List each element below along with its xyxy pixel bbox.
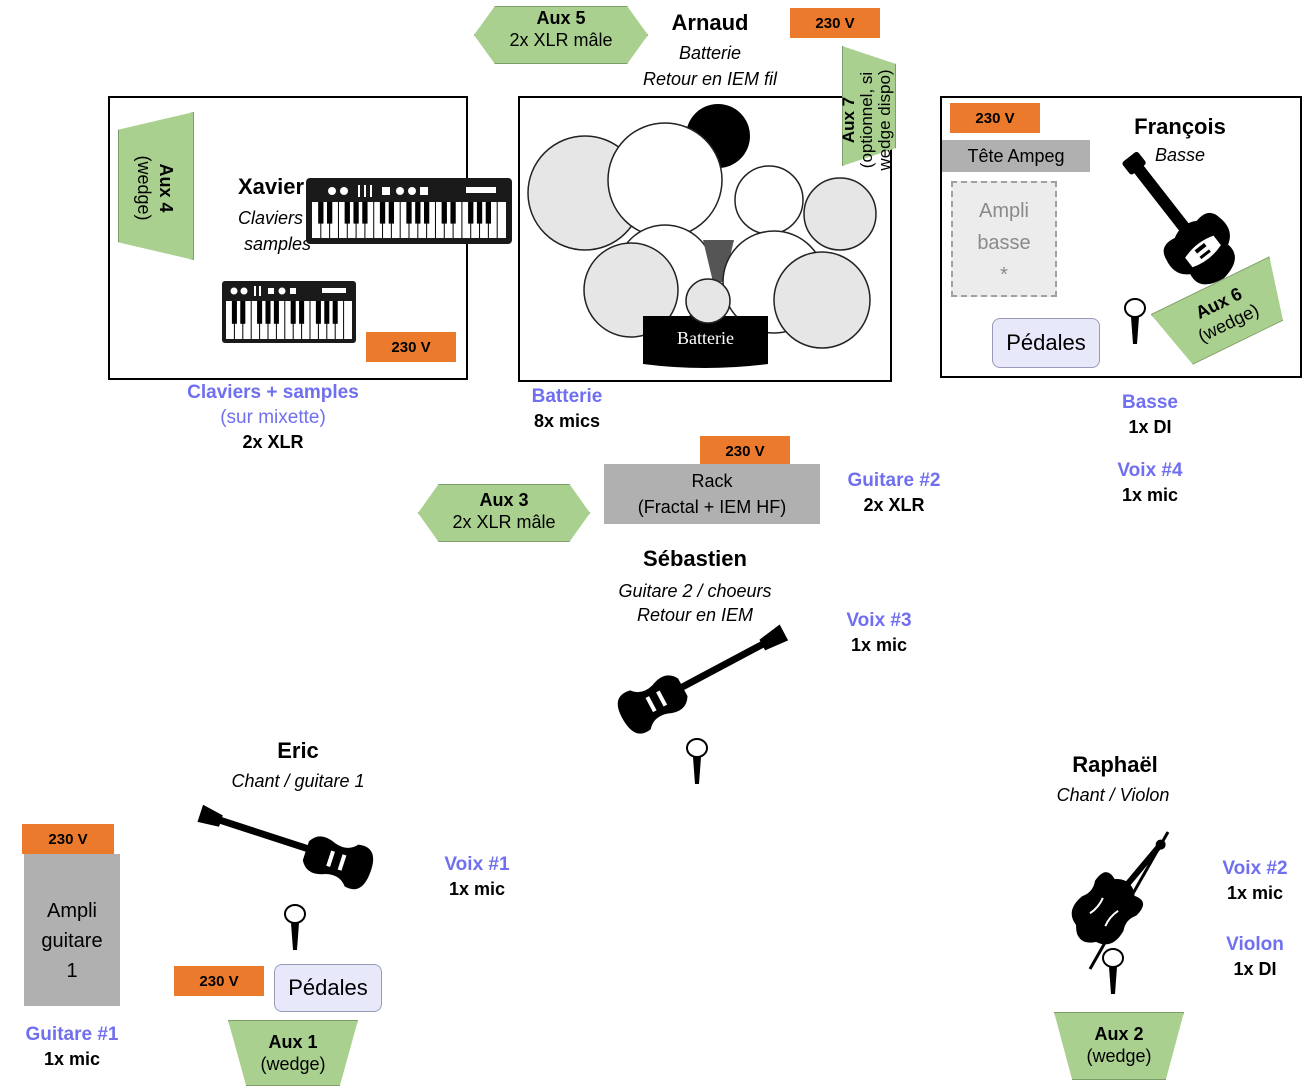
channel-voix3-io: 1x mic xyxy=(850,635,908,655)
channel-violon-io: 1x DI xyxy=(1233,959,1277,979)
raphael-name: Raphaël xyxy=(1072,752,1158,777)
channel-batterie: Batterie 8x mics xyxy=(500,384,634,434)
power-bass: 230 V xyxy=(950,103,1040,133)
pedales-bass: Pédales xyxy=(992,318,1100,368)
francois-name: François xyxy=(1134,114,1226,139)
channel-voix1: Voix #1 1x mic xyxy=(410,852,544,902)
electric-guitar-icon xyxy=(617,624,789,734)
ampli-basse: Ampli basse * xyxy=(951,181,1057,297)
aux4-sub: (wedge) xyxy=(134,155,154,221)
channel-guitare2-io: 2x XLR xyxy=(863,495,925,515)
channel-guitare2-title: Guitare #2 xyxy=(847,470,941,491)
microphone-icon xyxy=(284,904,306,950)
aux3-title: Aux 3 xyxy=(479,490,529,510)
power-drums: 230 V xyxy=(790,8,880,38)
channel-voix2-io: 1x mic xyxy=(1226,883,1284,903)
aux5-box: Aux 5 2x XLR mâle xyxy=(474,6,648,64)
arnaud-role2: Retour en IEM fil xyxy=(642,69,778,89)
channel-voix2: Voix #2 1x mic xyxy=(1200,856,1310,906)
channel-basse-io: 1x DI xyxy=(1128,417,1172,437)
raphael-role1: Chant / Violon xyxy=(1056,785,1170,805)
rack-line2: (Fractal + IEM HF) xyxy=(637,497,787,517)
pedales-eric: Pédales xyxy=(274,964,382,1012)
francois-role1: Basse xyxy=(1154,145,1206,165)
aux3-box: Aux 3 2x XLR mâle xyxy=(418,484,590,542)
aux5-title: Aux 5 xyxy=(536,8,586,28)
channel-violon-title: Violon xyxy=(1226,934,1284,955)
sebastien-role2: Retour en IEM xyxy=(636,605,754,625)
channel-batterie-io: 8x mics xyxy=(533,411,601,431)
power-rack: 230 V xyxy=(700,436,790,466)
channel-basse-title: Basse xyxy=(1122,392,1178,413)
ampli-guitare-line2: guitare xyxy=(41,930,103,952)
rack-line1: Rack xyxy=(691,471,733,491)
drum-label: Batterie xyxy=(677,328,734,348)
power-ampli-guitare: 230 V xyxy=(22,824,114,854)
channel-voix1-title: Voix #1 xyxy=(444,854,510,875)
aux4-title: Aux 4 xyxy=(156,163,176,213)
microphone-icon xyxy=(1102,948,1124,994)
channel-guitare1-io: 1x mic xyxy=(43,1049,101,1069)
xavier-role2: samples xyxy=(244,234,312,254)
bass-guitar-icon xyxy=(1122,151,1235,285)
channel-guitare1-title: Guitare #1 xyxy=(25,1024,119,1045)
channel-voix1-io: 1x mic xyxy=(448,879,506,899)
sebastien-name: Sébastien xyxy=(643,546,747,571)
rack: Rack (Fractal + IEM HF) xyxy=(604,464,820,524)
channel-claviers-io: 2x XLR xyxy=(242,432,304,452)
ampli-basse-line2: basse xyxy=(977,232,1031,254)
power-eric: 230 V xyxy=(174,966,264,996)
aux4-text: Aux 4 (wedge) xyxy=(133,128,177,248)
channel-voix4-title: Voix #4 xyxy=(1117,460,1183,481)
aux1-sub: (wedge) xyxy=(260,1054,326,1074)
xavier-name: Xavier xyxy=(238,174,305,199)
arnaud-role1: Batterie xyxy=(678,43,742,63)
drum-kit-icon xyxy=(527,104,877,368)
aux5-sub: 2x XLR mâle xyxy=(509,30,613,50)
channel-batterie-title: Batterie xyxy=(531,386,603,407)
ampli-basse-line1: Ampli xyxy=(978,200,1029,222)
aux1-wedge: Aux 1 (wedge) xyxy=(228,1020,358,1086)
keyboard-icon xyxy=(222,281,356,343)
sebastien-role1: Guitare 2 / choeurs xyxy=(618,581,772,601)
aux1-title: Aux 1 xyxy=(268,1032,318,1052)
microphone-icon xyxy=(686,738,708,784)
keyboard-keys xyxy=(318,202,498,238)
aux2-title: Aux 2 xyxy=(1094,1024,1144,1044)
channel-voix4: Voix #4 1x mic xyxy=(1080,458,1220,508)
violin-icon xyxy=(1071,831,1170,970)
ampli-guitare-line1: Ampli xyxy=(46,900,97,922)
aux3-sub: 2x XLR mâle xyxy=(452,512,556,532)
tete-ampeg: Tête Ampeg xyxy=(942,140,1090,172)
channel-basse: Basse 1x DI xyxy=(1080,390,1220,440)
keyboard-icon xyxy=(306,178,512,244)
ampli-guitare: Ampli guitare 1 xyxy=(24,854,120,1006)
ampli-guitare-line3: 1 xyxy=(66,960,78,982)
channel-violon: Violon 1x DI xyxy=(1200,932,1310,982)
aux2-wedge: Aux 2 (wedge) xyxy=(1054,1012,1184,1080)
channel-claviers-sub: (sur mixette) xyxy=(220,407,326,428)
keyboard-keys xyxy=(231,301,345,339)
microphone-icon xyxy=(1124,298,1146,344)
xavier-role1: Claviers + xyxy=(238,208,319,228)
eric-name: Eric xyxy=(277,738,319,763)
arnaud-name: Arnaud xyxy=(671,10,749,35)
aux7-wedge xyxy=(842,46,896,166)
channel-claviers-title: Claviers + samples xyxy=(187,382,359,403)
channel-voix4-io: 1x mic xyxy=(1121,485,1179,505)
power-keys: 230 V xyxy=(366,332,456,362)
aux2-sub: (wedge) xyxy=(1086,1046,1152,1066)
electric-guitar-icon xyxy=(197,804,374,890)
channel-voix2-title: Voix #2 xyxy=(1222,858,1288,879)
channel-claviers: Claviers + samples (sur mixette) 2x XLR xyxy=(130,380,416,455)
ampli-basse-line3: * xyxy=(1000,264,1008,286)
channel-voix3-title: Voix #3 xyxy=(846,610,912,631)
channel-guitare1: Guitare #1 1x mic xyxy=(0,1022,144,1072)
channel-voix3: Voix #3 1x mic xyxy=(812,608,946,658)
channel-guitare2: Guitare #2 2x XLR xyxy=(826,468,962,518)
eric-role1: Chant / guitare 1 xyxy=(231,771,365,791)
